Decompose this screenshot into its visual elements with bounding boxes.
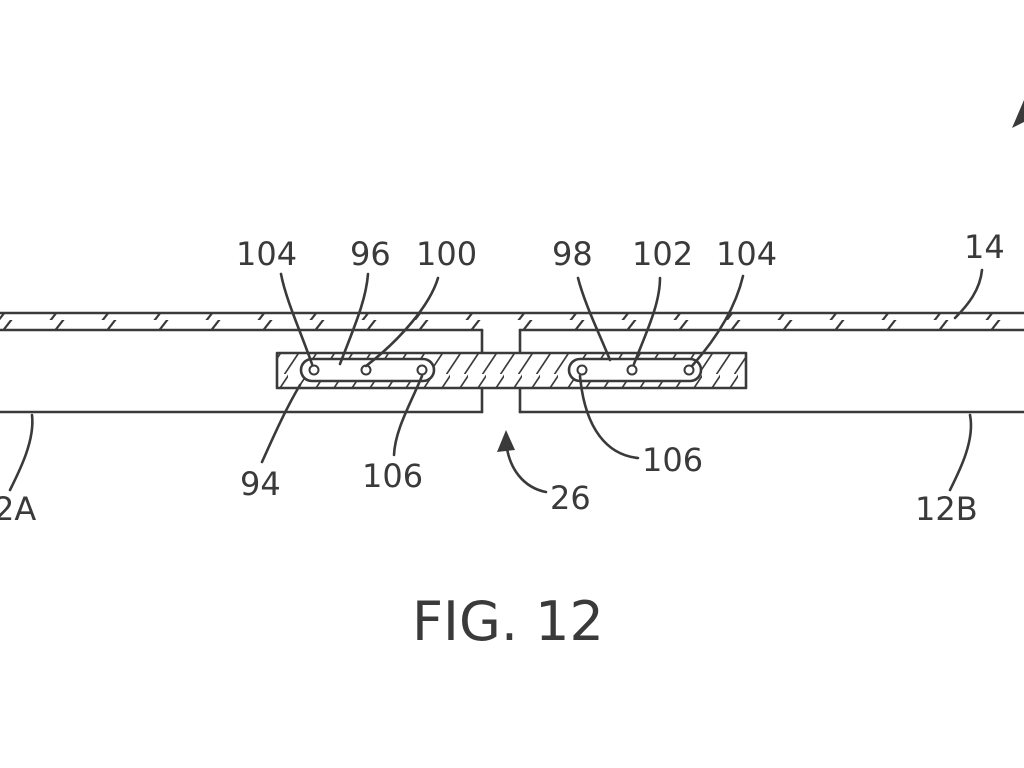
arrow-corner-mark — [1012, 100, 1024, 128]
leader-lines — [8, 268, 984, 494]
label-14: 14 — [964, 228, 1005, 266]
label-104-left: 104 — [236, 235, 297, 273]
label-102: 102 — [632, 235, 693, 273]
label-106-left: 106 — [362, 457, 423, 495]
label-12B: 12B — [915, 490, 978, 528]
left-pocket-96 — [299, 357, 436, 383]
arrow-26-head — [497, 430, 515, 452]
label-26: 26 — [550, 479, 591, 517]
label-106-right: 106 — [642, 441, 703, 479]
label-94: 94 — [240, 465, 281, 503]
figure-caption: FIG. 12 — [412, 590, 604, 653]
label-96: 96 — [350, 235, 391, 273]
substrate-outlines — [0, 328, 1024, 414]
label-100: 100 — [416, 235, 477, 273]
label-98: 98 — [552, 235, 593, 273]
label-104-right: 104 — [716, 235, 777, 273]
layer-14-hatched-cover — [0, 311, 1024, 332]
label-12A: 2A — [0, 490, 36, 528]
